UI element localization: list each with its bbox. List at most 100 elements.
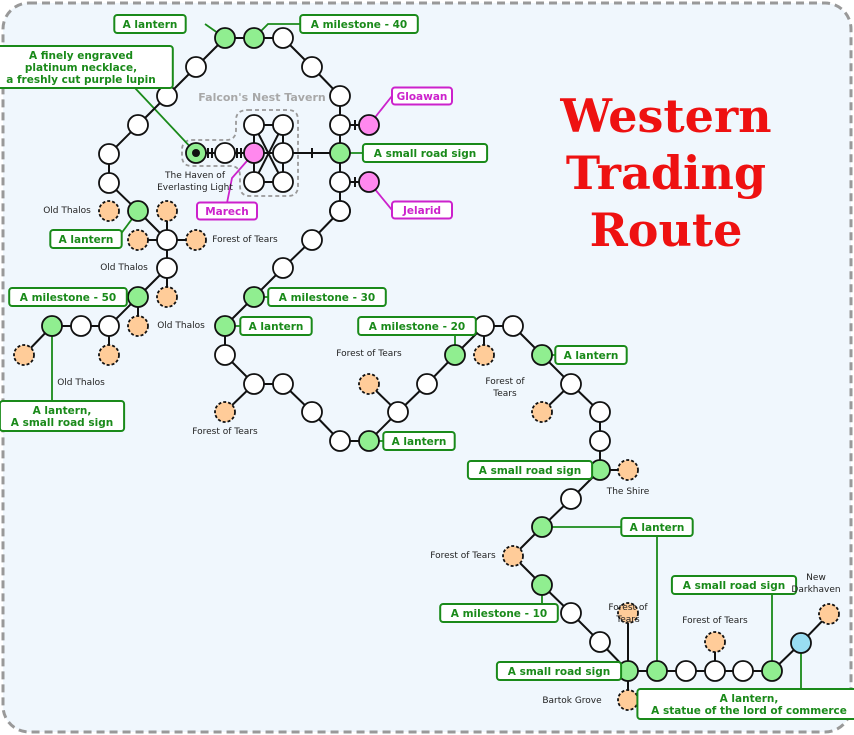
landmark-node[interactable] bbox=[761, 660, 783, 682]
waypoint-node[interactable] bbox=[243, 171, 265, 193]
title-line-1: Western bbox=[559, 89, 771, 143]
waypoint-node[interactable] bbox=[589, 631, 611, 653]
waypoint-node[interactable] bbox=[329, 85, 351, 107]
waypoint-node[interactable] bbox=[329, 171, 351, 193]
waypoint-node[interactable] bbox=[301, 229, 323, 251]
landmark-label-box bbox=[636, 688, 854, 720]
waypoint-node[interactable] bbox=[272, 114, 294, 136]
landmark-label: A lantern bbox=[620, 517, 694, 537]
landmark-node[interactable] bbox=[243, 286, 265, 308]
place-label: Old Thalos bbox=[57, 378, 105, 388]
landmark-label-box bbox=[620, 517, 694, 537]
waypoint-node[interactable] bbox=[98, 172, 120, 194]
leader-lb3 bbox=[134, 87, 197, 154]
gate-ticks bbox=[207, 120, 356, 187]
place-label: Bartok Grove bbox=[542, 696, 602, 706]
npc-node[interactable] bbox=[358, 171, 380, 193]
waypoint-node[interactable] bbox=[156, 257, 178, 279]
offroute-location-node[interactable] bbox=[127, 229, 149, 251]
waypoint-node[interactable] bbox=[329, 200, 351, 222]
landmark-node[interactable] bbox=[214, 315, 236, 337]
waypoint-node[interactable] bbox=[214, 142, 236, 164]
waypoint-node[interactable] bbox=[272, 27, 294, 49]
waypoint-node[interactable] bbox=[243, 373, 265, 395]
landmark-label-box bbox=[113, 14, 187, 34]
waypoint-node[interactable] bbox=[70, 315, 92, 337]
offroute-location-node[interactable] bbox=[127, 315, 149, 337]
waypoint-node[interactable] bbox=[387, 401, 409, 423]
waypoint-node[interactable] bbox=[272, 373, 294, 395]
landmark-node[interactable] bbox=[329, 142, 351, 164]
offroute-location-node[interactable] bbox=[531, 401, 553, 423]
waypoint-node[interactable] bbox=[589, 430, 611, 452]
waypoint-node[interactable] bbox=[329, 430, 351, 452]
waypoint-node[interactable] bbox=[214, 344, 236, 366]
landmark-label-text: A milestone - 50 bbox=[20, 292, 116, 304]
landmark-node[interactable] bbox=[243, 27, 265, 49]
offroute-location-node[interactable] bbox=[617, 459, 639, 481]
waypoint-node[interactable] bbox=[127, 114, 149, 136]
waypoint-node[interactable] bbox=[329, 114, 351, 136]
npc-label: Marech bbox=[196, 201, 258, 221]
landmark-label-text: A lantern, bbox=[720, 693, 779, 705]
place-label: Darkhaven bbox=[791, 585, 840, 595]
landmark-node[interactable] bbox=[531, 574, 553, 596]
offroute-location-node[interactable] bbox=[98, 200, 120, 222]
landmark-label-text: A small road sign bbox=[11, 417, 113, 429]
offroute-location-node[interactable] bbox=[704, 631, 726, 653]
landmark-node[interactable] bbox=[358, 430, 380, 452]
landmark-label: A milestone - 20 bbox=[357, 316, 477, 336]
landmark-label-box bbox=[0, 400, 126, 432]
landmark-label-box bbox=[466, 460, 594, 480]
waypoint-node[interactable] bbox=[272, 142, 294, 164]
offroute-location-node[interactable] bbox=[98, 344, 120, 366]
place-label: The Haven of bbox=[164, 171, 226, 181]
offroute-location-node[interactable] bbox=[13, 344, 35, 366]
landmark-node[interactable] bbox=[531, 516, 553, 538]
offroute-location-node[interactable] bbox=[818, 603, 840, 625]
waypoint-node[interactable] bbox=[98, 143, 120, 165]
landmark-node[interactable] bbox=[127, 286, 149, 308]
waypoint-node[interactable] bbox=[272, 257, 294, 279]
offroute-location-node[interactable] bbox=[185, 229, 207, 251]
offroute-location-node[interactable] bbox=[473, 344, 495, 366]
landmark-label-text: A small road sign bbox=[508, 666, 610, 678]
waypoint-node[interactable] bbox=[243, 114, 265, 136]
offroute-location-node[interactable] bbox=[214, 401, 236, 423]
offroute-location-node[interactable] bbox=[617, 689, 639, 711]
landmark-node[interactable] bbox=[214, 27, 236, 49]
offroute-location-node[interactable] bbox=[502, 545, 524, 567]
waypoint-node[interactable] bbox=[185, 56, 207, 78]
waypoint-node[interactable] bbox=[301, 56, 323, 78]
waypoint-node[interactable] bbox=[301, 401, 323, 423]
landmark-node[interactable] bbox=[646, 660, 668, 682]
landmark-node[interactable] bbox=[444, 344, 466, 366]
waypoint-node[interactable] bbox=[473, 315, 495, 337]
waypoint-node[interactable] bbox=[560, 488, 582, 510]
offroute-location-node[interactable] bbox=[617, 602, 639, 624]
waypoint-node[interactable] bbox=[502, 315, 524, 337]
waypoint-node[interactable] bbox=[272, 171, 294, 193]
waypoint-node[interactable] bbox=[675, 660, 697, 682]
waypoint-node[interactable] bbox=[732, 660, 754, 682]
waypoint-node[interactable] bbox=[589, 401, 611, 423]
waypoint-node[interactable] bbox=[560, 602, 582, 624]
waypoint-node[interactable] bbox=[560, 373, 582, 395]
waypoint-node[interactable] bbox=[704, 660, 726, 682]
landmark-node[interactable] bbox=[127, 200, 149, 222]
offroute-location-node[interactable] bbox=[156, 200, 178, 222]
offroute-location-node[interactable] bbox=[358, 373, 380, 395]
npc-node[interactable] bbox=[243, 142, 265, 164]
waypoint-node[interactable] bbox=[98, 315, 120, 337]
landmark-node[interactable] bbox=[41, 315, 63, 337]
waypoint-node[interactable] bbox=[416, 373, 438, 395]
waypoint-node[interactable] bbox=[156, 229, 178, 251]
landmark-label-text: A milestone - 40 bbox=[311, 19, 407, 31]
npc-node[interactable] bbox=[358, 114, 380, 136]
offroute-location-node[interactable] bbox=[156, 286, 178, 308]
landmark-node[interactable] bbox=[531, 344, 553, 366]
destination-node[interactable] bbox=[790, 632, 812, 654]
